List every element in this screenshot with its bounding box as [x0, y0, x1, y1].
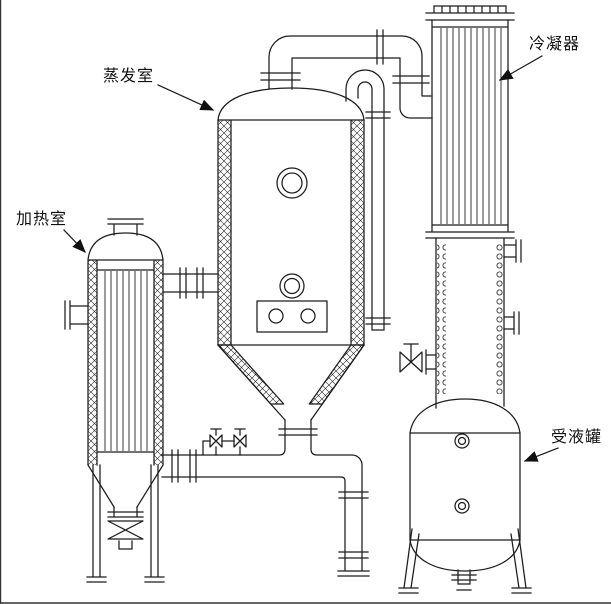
gauge-port-left	[268, 308, 284, 324]
heater-outlet-flange	[107, 506, 144, 518]
sampling-valves	[202, 428, 247, 456]
vapor-pipe-flanges	[260, 29, 430, 84]
condenser-column	[435, 237, 505, 409]
heater-drain-stub	[118, 540, 133, 550]
gauge-port-right	[300, 308, 316, 324]
circulation-downpipe	[161, 419, 370, 577]
sampling-valve-2	[233, 434, 247, 448]
label-evaporation-chamber: 蒸发室	[103, 67, 154, 85]
label-heating-chamber: 加热室	[16, 210, 67, 228]
condenser-top-cap	[425, 5, 515, 21]
sampling-valve-piping	[202, 428, 246, 456]
heater-shell	[87, 232, 164, 508]
column-side-valve	[399, 343, 437, 375]
column-coil-left	[437, 244, 446, 394]
tank-legs	[398, 528, 532, 594]
tank-sight-glass-upper-inner	[457, 436, 467, 446]
leader-arrow-heating-chamber	[63, 229, 86, 253]
sampling-valve-1	[209, 434, 223, 448]
heater-top-nozzle	[107, 218, 144, 236]
tank-sight-glass-lower-inner	[457, 501, 467, 511]
condenser	[399, 5, 522, 409]
column-coil-right	[494, 244, 503, 394]
sight-glass-upper	[276, 167, 308, 199]
condenser-tube-bundle	[436, 28, 504, 224]
sight-glass-mid	[279, 273, 305, 299]
label-condenser: 冷凝器	[529, 35, 580, 53]
balance-pipe	[345, 69, 391, 331]
evaporator-shell	[217, 87, 365, 421]
vapor-pipe-walls	[268, 35, 433, 119]
heater-legs	[86, 464, 165, 583]
tank-sight-glass-lower	[454, 498, 470, 514]
heater-tube-bundle	[100, 271, 151, 451]
tank-drain	[451, 569, 477, 591]
receiver-tank	[398, 398, 532, 594]
level-gauge-box	[256, 300, 328, 333]
condenser-shell	[425, 19, 515, 239]
column-nozzle-upper	[503, 239, 522, 263]
heater-to-evaporator-pipe	[162, 267, 219, 299]
heating-chamber	[64, 218, 219, 583]
heater-drain-valve	[107, 520, 144, 540]
callouts: 蒸发室 冷凝器 加热室 受液罐	[16, 35, 602, 462]
leader-arrow-condenser	[498, 55, 543, 81]
evaporator-insulation-right	[351, 120, 364, 345]
evaporator-insulation-left	[218, 120, 231, 345]
sight-glass-mid-inner	[283, 277, 301, 295]
tank-sight-glass-upper	[454, 433, 470, 449]
heater-side-nozzle	[64, 300, 89, 330]
balance-pipe-walls	[345, 69, 385, 331]
balance-pipe-flanges	[365, 111, 391, 325]
heater-insulation-left	[88, 260, 97, 465]
leader-arrow-evaporation-chamber	[157, 84, 215, 111]
heater-insulation-right	[154, 260, 163, 465]
label-receiver-tank: 受液罐	[551, 428, 602, 446]
tank-shell	[409, 398, 521, 572]
leader-arrow-receiver-tank	[523, 447, 559, 462]
sight-glass-upper-inner	[281, 172, 303, 194]
vapor-pipe	[260, 29, 433, 119]
evaporation-chamber	[161, 87, 370, 577]
column-valve-piping	[403, 343, 437, 375]
column-nozzle-lower	[503, 311, 520, 335]
column-valve-body	[399, 351, 423, 373]
